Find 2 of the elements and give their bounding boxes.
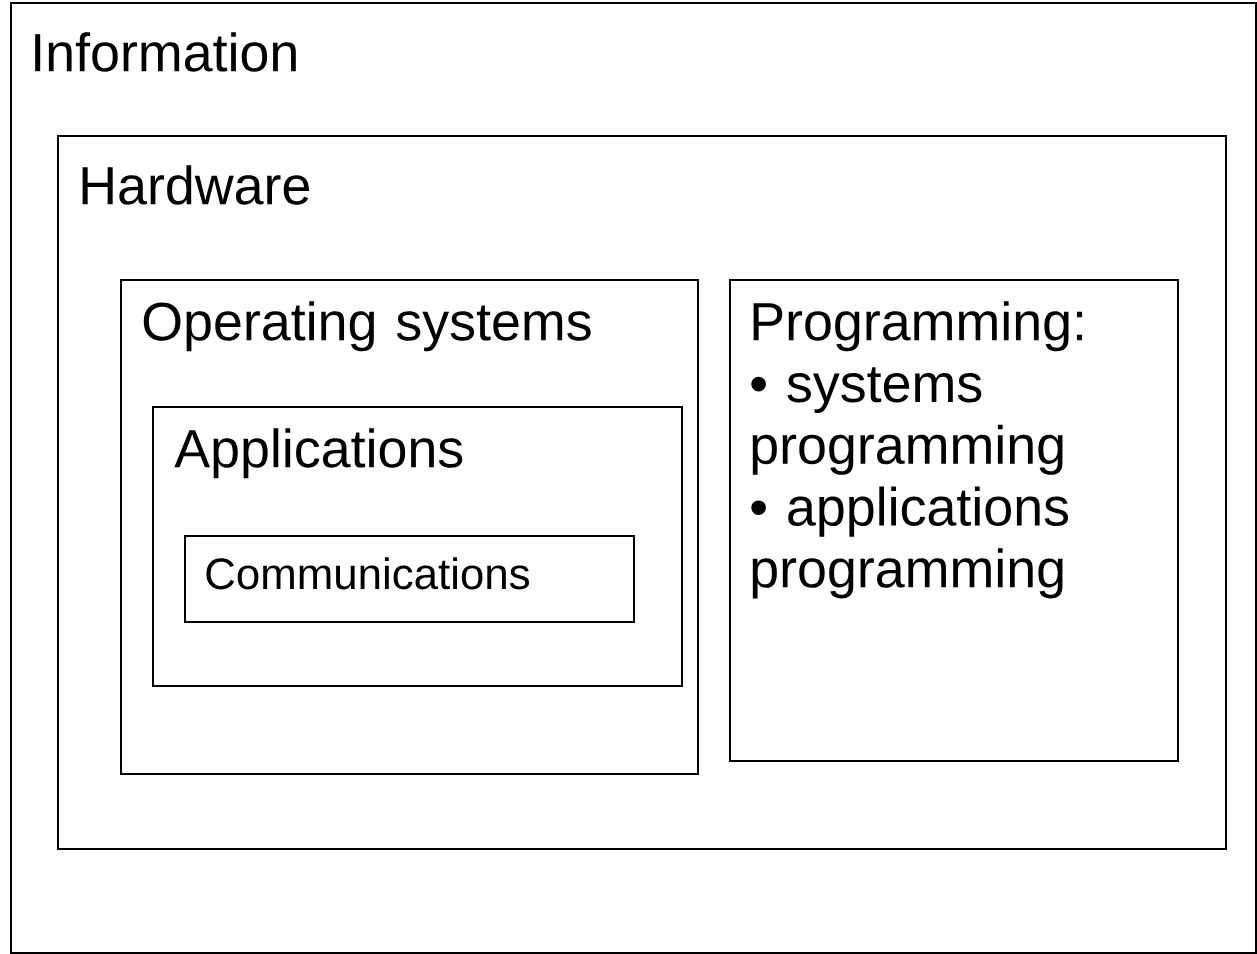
nested-box: Programming: • systems programming • applications programming	[729, 279, 1179, 762]
nested-box: Communications	[184, 535, 635, 623]
